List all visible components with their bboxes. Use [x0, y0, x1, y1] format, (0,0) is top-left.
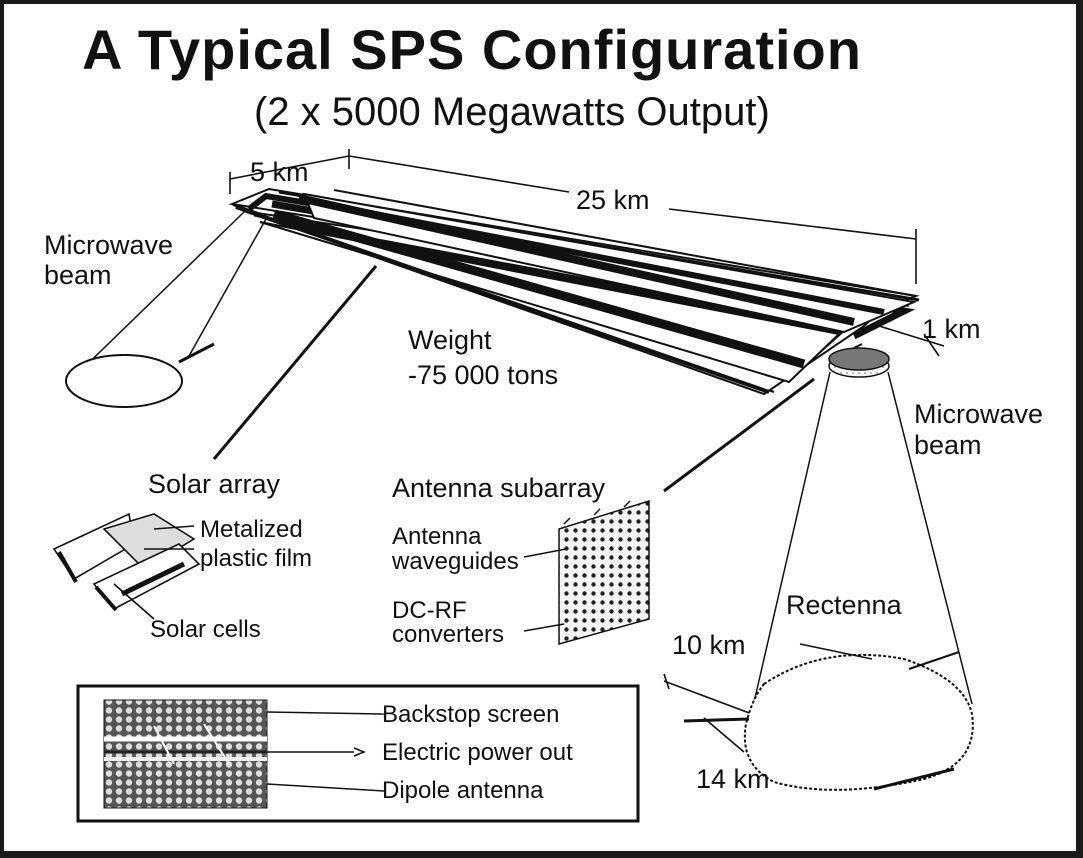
- dipole-antenna-label: Dipole antenna: [382, 777, 544, 804]
- antenna-waveguides-label-2: waveguides: [392, 548, 519, 575]
- microwave-beam-left-label-1: Microwave: [44, 230, 174, 260]
- transmitting-antenna: [828, 343, 890, 378]
- dim-14km: 14 km: [696, 764, 770, 794]
- rectenna-label: Rectenna: [786, 590, 902, 620]
- dim-1km: 1 km: [922, 314, 981, 344]
- solar-array-detail: [52, 512, 201, 620]
- weight-value: -75 000 tons: [408, 360, 559, 390]
- right-microwave-beam: [748, 371, 973, 725]
- antenna-subarray-label: Antenna subarray: [392, 473, 606, 503]
- dc-rf-label-1: DC-RF: [392, 597, 467, 624]
- rectenna-ground: [683, 651, 974, 791]
- solar-array-label: Solar array: [148, 469, 281, 499]
- page-title: A Typical SPS Configuration: [82, 18, 862, 81]
- dim-10km: 10 km: [672, 630, 746, 660]
- solar-cells-label: Solar cells: [150, 616, 261, 643]
- diagram-sheet: A Typical SPS Configuration (2 x 5000 Me…: [4, 4, 1076, 851]
- left-microwave-beam: [65, 211, 267, 408]
- antenna-waveguides-label-1: Antenna: [392, 523, 482, 550]
- microwave-beam-right-label-1: Microwave: [914, 399, 1044, 429]
- sps-illustration: [52, 149, 974, 823]
- microwave-beam-right-label-2: beam: [914, 430, 982, 460]
- antenna-subarray-panel: [523, 499, 650, 645]
- backstop-screen-label: Backstop screen: [382, 701, 560, 728]
- pointer-lines: [212, 265, 873, 660]
- microwave-beam-left-label-2: beam: [44, 260, 112, 290]
- power-out-label: Electric power out: [382, 739, 573, 766]
- dim-25km: 25 km: [576, 185, 650, 215]
- dim-5km: 5 km: [250, 157, 309, 187]
- metalized-film-label-1: Metalized: [200, 516, 303, 543]
- page-subtitle: (2 x 5000 Megawatts Output): [254, 90, 770, 134]
- dipole-inset: [76, 684, 640, 823]
- metalized-film-label-2: plastic film: [200, 545, 313, 572]
- satellite-solar-troughs: [228, 187, 920, 396]
- dc-rf-label-2: converters: [392, 621, 505, 648]
- weight-label: Weight: [408, 325, 492, 355]
